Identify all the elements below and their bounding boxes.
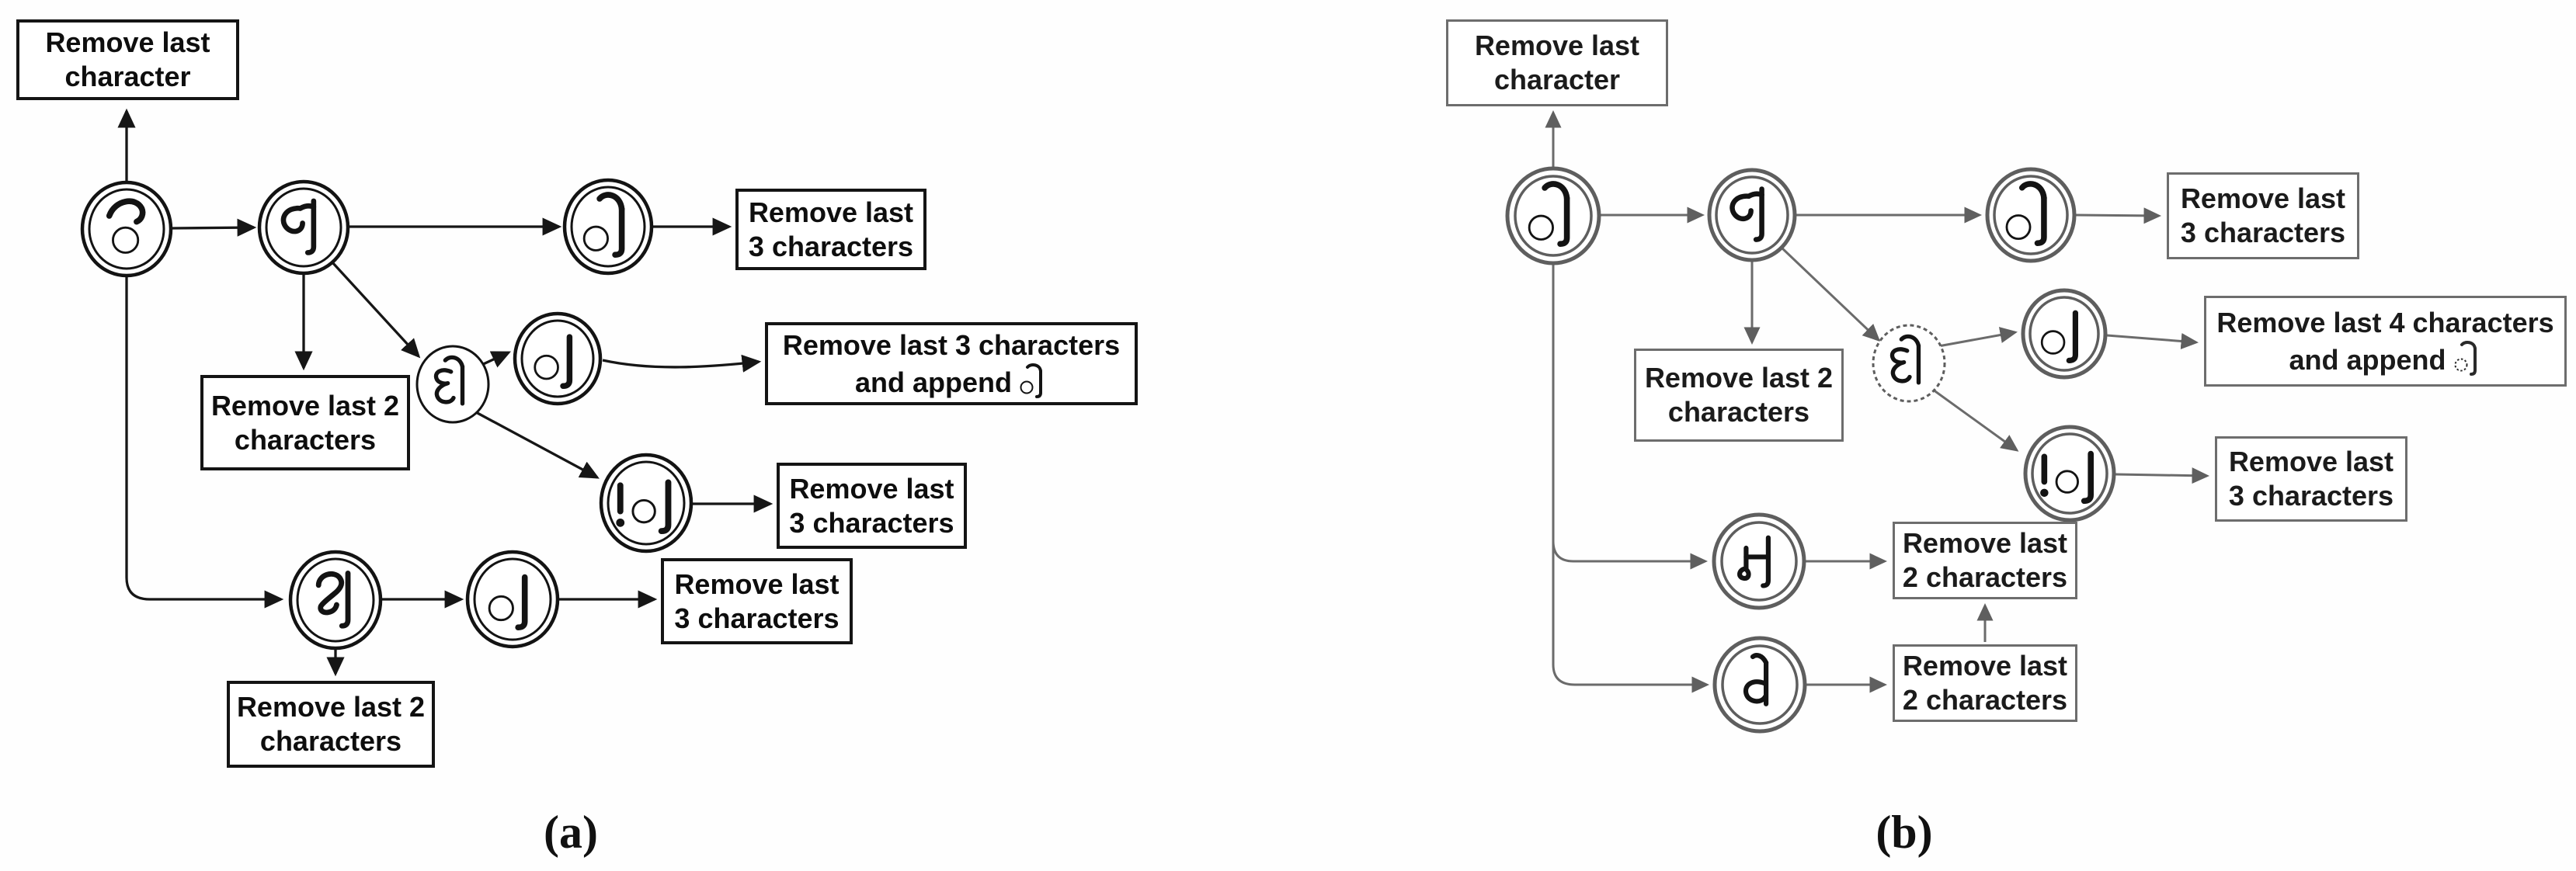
panel-b-edges bbox=[1545, 110, 2209, 693]
action-box-line: 3 characters bbox=[789, 506, 954, 539]
panel-b-caption: (b) bbox=[1876, 807, 1933, 858]
edge-a-o-letter-to-not-aa bbox=[474, 410, 600, 479]
action-box-line: character bbox=[1493, 64, 1621, 95]
action-box-line: character bbox=[64, 61, 191, 92]
action-box-remove-last-3: Remove last 3 characters bbox=[735, 189, 926, 270]
state-node-aa-matra-2 bbox=[465, 550, 560, 649]
action-box-line: Remove last 2 bbox=[1644, 362, 1834, 394]
edge-a-o-letter-to-aa bbox=[479, 351, 511, 368]
action-box-line: Remove last bbox=[1902, 527, 2068, 560]
action-box-line: Remove last bbox=[1902, 650, 2068, 682]
edge-b-o-to-remove3 bbox=[2075, 207, 2161, 224]
action-box-line: Remove last bbox=[45, 26, 210, 59]
panel-a-edges bbox=[117, 108, 773, 677]
state-node-o-letter bbox=[415, 345, 490, 424]
action-box-line: 3 characters bbox=[2228, 480, 2394, 512]
state-node-not-aa-matra bbox=[599, 453, 694, 553]
state-node-o-matra bbox=[1985, 167, 2077, 263]
edge-b-o-letter-to-aa bbox=[1938, 327, 2018, 348]
action-box-remove-last-2: Remove last 2 characters bbox=[200, 375, 410, 470]
edge-b-o-letter-to-not-aa bbox=[1932, 388, 2019, 452]
state-node-o-matra-start bbox=[1505, 166, 1601, 265]
action-box-line: characters bbox=[1667, 396, 1810, 428]
action-box-line: Remove last 2 bbox=[236, 691, 426, 724]
action-box-line: Remove last 4 characters bbox=[2216, 306, 2554, 338]
edge-b-not-aa-to-remove3 bbox=[2115, 467, 2209, 484]
state-node-ma bbox=[1712, 512, 1806, 610]
edge-a-na-to-o-letter bbox=[331, 261, 421, 359]
state-node-sha bbox=[288, 550, 383, 651]
action-box-remove-last-3: Remove last 3 characters bbox=[2215, 436, 2407, 522]
panel-b-nodes bbox=[1505, 166, 2116, 734]
state-node-ta bbox=[1712, 636, 1807, 734]
state-node-o-letter bbox=[1872, 324, 1946, 403]
panel-a-caption: (a) bbox=[544, 807, 598, 858]
action-box-line: Remove last bbox=[2180, 182, 2346, 215]
edge-b-aa-to-append-box bbox=[2106, 333, 2199, 349]
action-box-remove-last-3: Remove last 3 characters bbox=[2167, 172, 2359, 259]
action-box-remove-last-2: Remove last 2 characters bbox=[1893, 522, 2077, 599]
edge-a-start-to-sha bbox=[125, 276, 284, 609]
action-box-remove-last-2: Remove last 2 characters bbox=[227, 681, 435, 768]
action-box-remove-last-character: Remove last character bbox=[16, 19, 239, 100]
action-box-remove-last-2: Remove last 2 characters bbox=[1893, 644, 2077, 722]
edge-b-start-to-ta bbox=[1552, 265, 1709, 693]
action-box-line: 2 characters bbox=[1902, 684, 2068, 716]
state-node-not-aa-matra bbox=[2023, 425, 2116, 522]
action-box-line: characters bbox=[259, 725, 402, 757]
state-node-na bbox=[1707, 168, 1797, 262]
action-box-remove-last-4-append: Remove last 4 characters and append bbox=[2204, 296, 2567, 387]
edge-b-start-to-ma bbox=[1552, 540, 1708, 570]
action-box-remove-last-3: Remove last 3 characters bbox=[777, 463, 967, 549]
state-node-na bbox=[257, 179, 350, 276]
append-o-matra-icon bbox=[1020, 363, 1042, 399]
action-box-line: 2 characters bbox=[1902, 561, 2068, 593]
action-box-line: 3 characters bbox=[674, 602, 840, 634]
action-box-line: and append bbox=[2289, 339, 2481, 377]
edge-b-na-to-o-letter bbox=[1780, 246, 1881, 342]
action-box-line: Remove last 2 bbox=[210, 389, 400, 422]
action-box-remove-last-3-append: Remove last 3 characters and append bbox=[765, 322, 1138, 405]
action-box-line: characters bbox=[234, 423, 377, 456]
action-box-line: and append bbox=[855, 362, 1048, 399]
state-node-aa-matra bbox=[513, 311, 603, 406]
append-o-matra-icon bbox=[2454, 341, 2477, 377]
action-box-line: Remove last bbox=[748, 196, 914, 228]
action-box-remove-last-3: Remove last 3 characters bbox=[661, 558, 853, 644]
action-box-line: Remove last bbox=[1474, 29, 1640, 62]
panel-a-nodes bbox=[80, 178, 694, 651]
action-box-line: 3 characters bbox=[2180, 217, 2346, 248]
action-box-line: Remove last bbox=[674, 567, 840, 600]
action-box-line: Remove last bbox=[2228, 446, 2394, 478]
state-node-o-matra bbox=[562, 178, 654, 276]
action-box-line: 3 characters bbox=[748, 230, 914, 262]
state-node-aa-matra bbox=[2021, 288, 2108, 380]
action-box-remove-last-character: Remove last character bbox=[1446, 19, 1668, 106]
edge-a-start-to-na bbox=[171, 218, 257, 237]
action-box-line: Remove last 3 characters bbox=[782, 328, 1121, 361]
action-box-remove-last-2: Remove last 2 characters bbox=[1634, 349, 1844, 442]
edge-a-aa-to-append-box bbox=[602, 354, 762, 373]
action-box-line: Remove last bbox=[789, 472, 954, 505]
state-node-e-matra bbox=[80, 180, 173, 278]
